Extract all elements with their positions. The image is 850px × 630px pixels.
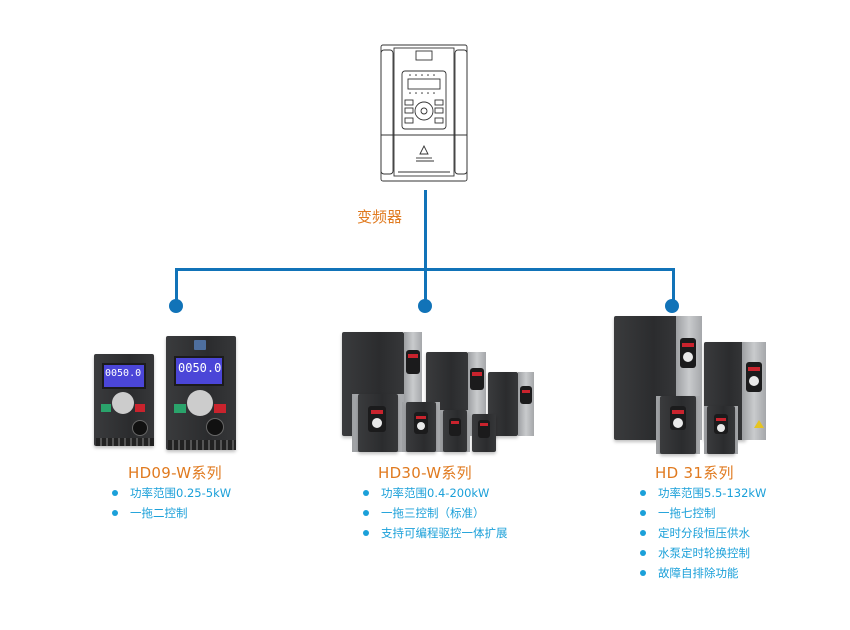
feature-item: 故障自排除功能 bbox=[639, 563, 766, 583]
hd09-lcd-small: 0050.0 bbox=[105, 368, 142, 379]
bullet-icon bbox=[112, 490, 118, 496]
bullet-icon bbox=[363, 490, 369, 496]
hd30-product-image bbox=[338, 332, 538, 456]
feature-item: 一拖三控制（标准） bbox=[362, 503, 508, 523]
bullet-icon bbox=[640, 530, 646, 536]
feature-item: 功率范围5.5-132kW bbox=[639, 483, 766, 503]
series-title-hd31: HD 31系列 bbox=[655, 464, 734, 482]
feature-item: 支持可编程驱控一体扩展 bbox=[362, 523, 508, 543]
feature-item: 一拖七控制 bbox=[639, 503, 766, 523]
bullet-icon bbox=[640, 490, 646, 496]
connector-horizontal bbox=[175, 268, 675, 271]
feature-list-hd09: 功率范围0.25-5kW 一拖二控制 bbox=[111, 483, 231, 523]
bullet-icon bbox=[112, 510, 118, 516]
feature-list-hd31: 功率范围5.5-132kW 一拖七控制 定时分段恒压供水 水泵定时轮换控制 故障… bbox=[639, 483, 766, 583]
node-dot-hd30 bbox=[418, 299, 432, 313]
connector-right-drop bbox=[672, 268, 675, 306]
series-title-hd30: HD30-W系列 bbox=[378, 464, 472, 482]
hd09-product-image: 0050.0 0050.0 bbox=[90, 330, 250, 452]
connector-trunk bbox=[424, 190, 427, 306]
inverter-line-drawing-icon bbox=[380, 44, 468, 182]
node-dot-hd31 bbox=[665, 299, 679, 313]
feature-item: 定时分段恒压供水 bbox=[639, 523, 766, 543]
bullet-icon bbox=[363, 510, 369, 516]
bullet-icon bbox=[363, 530, 369, 536]
hd09-lcd-large: 0050.0 bbox=[178, 361, 222, 375]
feature-item: 水泵定时轮换控制 bbox=[639, 543, 766, 563]
bullet-icon bbox=[640, 570, 646, 576]
root-label: 变频器 bbox=[357, 208, 403, 226]
connector-left-drop bbox=[175, 268, 178, 306]
bullet-icon bbox=[640, 510, 646, 516]
feature-item: 功率范围0.25-5kW bbox=[111, 483, 231, 503]
feature-list-hd30: 功率范围0.4-200kW 一拖三控制（标准） 支持可编程驱控一体扩展 bbox=[362, 483, 508, 543]
inverter-drawing bbox=[376, 42, 472, 184]
hd31-product-image bbox=[612, 316, 782, 456]
node-dot-hd09 bbox=[169, 299, 183, 313]
bullet-icon bbox=[640, 550, 646, 556]
series-title-hd09: HD09-W系列 bbox=[128, 464, 222, 482]
feature-item: 一拖二控制 bbox=[111, 503, 231, 523]
feature-item: 功率范围0.4-200kW bbox=[362, 483, 508, 503]
